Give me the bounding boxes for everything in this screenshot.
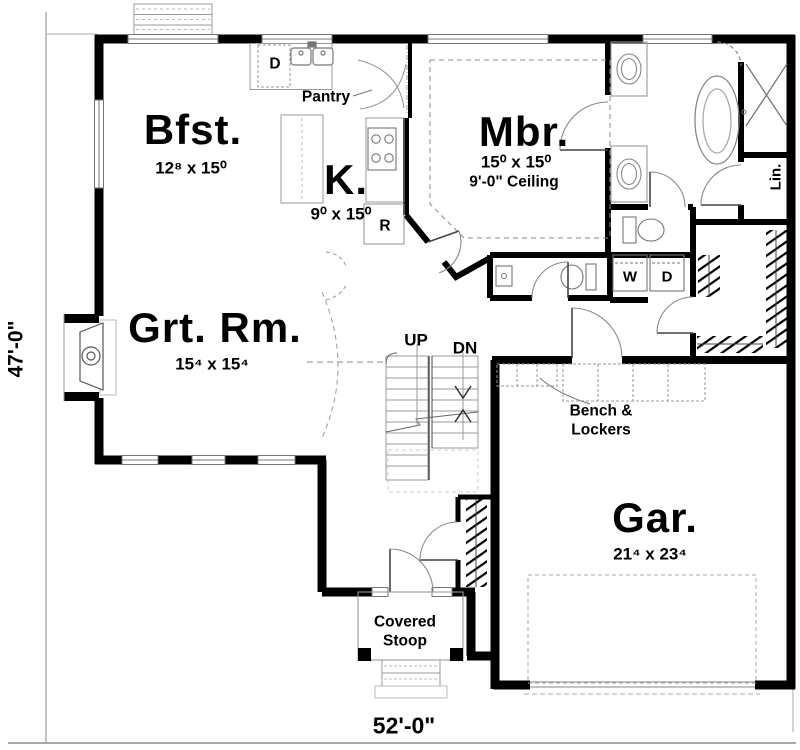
linen-door — [700, 164, 742, 206]
range — [367, 127, 397, 171]
kitchen-sink — [290, 41, 334, 66]
powder-door — [531, 261, 569, 299]
refrigerator-label: R — [379, 217, 391, 235]
room-label-great-room: Grt. Rm. — [128, 304, 302, 351]
room-label-master-bedroom: Mbr. — [478, 108, 570, 155]
toilet-master — [622, 216, 665, 244]
stairs — [307, 352, 479, 493]
room-dims-great-room: 15⁴ x 15⁴ — [175, 354, 249, 374]
room-dims-master-bedroom: 15⁰ x 15⁰ — [480, 152, 552, 172]
stair-direction-arrows — [416, 344, 472, 440]
linen-label: Lin. — [767, 163, 785, 191]
refrigerator — [363, 203, 405, 245]
closet-wic-door — [656, 296, 694, 334]
curved-wall-dashed — [321, 291, 339, 439]
bench-leader-line — [539, 377, 591, 405]
washer-label: W — [622, 268, 638, 286]
fireplace — [63, 314, 117, 401]
water-closet-door — [649, 171, 686, 208]
interior-walls — [403, 39, 791, 590]
covered-stoop-label-line2: Stoop — [383, 632, 427, 650]
toilet-powder — [560, 263, 597, 291]
entry-closet-door — [419, 521, 459, 561]
garage-clearance-outline — [527, 574, 757, 684]
bathtub — [694, 75, 740, 165]
master-bedroom-door — [427, 230, 462, 274]
porch-posts — [358, 648, 463, 661]
front-door — [389, 548, 434, 593]
dryer-label: D — [661, 268, 673, 286]
dimension-depth-label: 47'-0" — [4, 320, 28, 378]
tray-ceiling-outline — [429, 59, 611, 239]
dishwasher-label: D — [269, 55, 281, 73]
stoop-steps — [374, 659, 448, 699]
bench-lockers-label-line2: Lockers — [571, 421, 631, 439]
dimension-width-label: 52'-0" — [372, 712, 436, 739]
room-label-kitchen: K. — [324, 156, 368, 203]
exterior-steps — [133, 3, 213, 36]
garage-door — [524, 681, 760, 695]
room-dims-garage: 21⁴ x 23⁴ — [613, 544, 687, 564]
stairs-up-label: UP — [404, 330, 428, 350]
closet-rods — [466, 230, 787, 587]
ceiling-note-master-bedroom: 9'-0" Ceiling — [469, 173, 559, 191]
master-bath-door — [559, 101, 609, 151]
vanity-sink-2 — [610, 145, 648, 203]
doors — [389, 41, 742, 593]
bench — [496, 363, 558, 387]
garage-entry-door — [571, 307, 623, 359]
shower-door — [716, 41, 742, 67]
stairs-down-label: DN — [452, 338, 478, 358]
room-dims-kitchen: 9⁰ x 15⁰ — [310, 204, 372, 224]
dishwasher — [257, 44, 291, 88]
kitchen-island — [280, 114, 324, 204]
covered-stoop-label-line1: Covered — [373, 613, 437, 631]
powder-sink — [495, 265, 513, 287]
room-label-garage: Gar. — [612, 494, 698, 541]
pantry-doors — [357, 59, 407, 110]
pantry-leader-line — [352, 89, 373, 97]
arch-opening-dashes — [325, 251, 348, 301]
washer — [612, 254, 648, 292]
dimension-lines — [8, 12, 796, 744]
shower — [741, 63, 788, 127]
lockers — [562, 363, 706, 402]
room-label-breakfast: Bfst. — [143, 106, 243, 153]
vanity-sink-1 — [610, 41, 648, 97]
pantry-label: Pantry — [301, 88, 351, 106]
room-dims-breakfast: 12⁸ x 15⁰ — [155, 158, 227, 178]
stair-treads — [386, 366, 478, 467]
bench-lockers-label-line1: Bench & — [569, 402, 633, 420]
kitchen-counter — [249, 43, 408, 203]
dryer — [649, 254, 685, 292]
